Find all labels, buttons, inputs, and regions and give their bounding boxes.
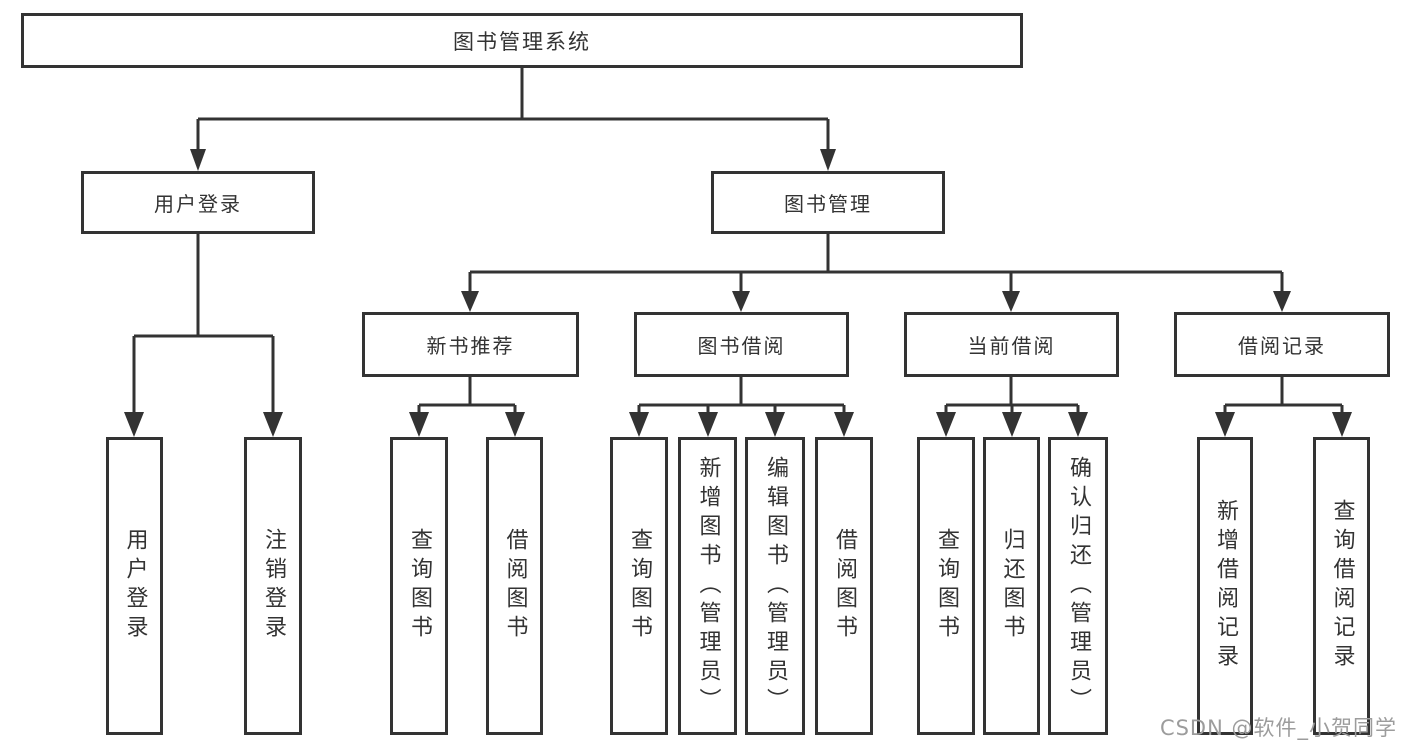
arrowhead-user-login bbox=[190, 149, 206, 171]
node-leaf-query-books-2: 查询图书 bbox=[610, 437, 668, 735]
node-leaf-edit-books-admin: 编辑图书（管理员） bbox=[745, 437, 805, 735]
arrowhead-leaf bbox=[765, 412, 785, 437]
connector-mgmt-children bbox=[468, 234, 1284, 294]
arrowhead-borrow-records bbox=[1273, 291, 1291, 312]
node-leaf-query-books-3: 查询图书 bbox=[917, 437, 975, 735]
node-root: 图书管理系统 bbox=[21, 13, 1023, 68]
arrowhead-leaf bbox=[1068, 412, 1088, 437]
arrowhead-leaf bbox=[1332, 412, 1352, 437]
arrowhead-leaf bbox=[1215, 412, 1235, 437]
arrowhead-book-borrow bbox=[732, 291, 750, 312]
connector-records-children bbox=[1223, 377, 1344, 415]
arrowhead-leaf bbox=[1002, 412, 1022, 437]
node-leaf-user-login: 用户登录 bbox=[106, 437, 163, 735]
node-borrow-records: 借阅记录 bbox=[1174, 312, 1390, 377]
node-book-mgmt: 图书管理 bbox=[711, 171, 945, 234]
arrowhead-login-1 bbox=[124, 412, 144, 437]
arrowhead-leaf bbox=[409, 412, 429, 437]
arrowhead-leaf bbox=[834, 412, 854, 437]
arrowhead-current-borrow bbox=[1002, 291, 1020, 312]
arrowhead-leaf bbox=[936, 412, 956, 437]
connector-root-to-level2 bbox=[196, 68, 830, 153]
node-leaf-return-books: 归还图书 bbox=[983, 437, 1040, 735]
node-leaf-query-books-1: 查询图书 bbox=[390, 437, 448, 735]
node-leaf-borrow-books-1: 借阅图书 bbox=[486, 437, 543, 735]
node-current-borrow: 当前借阅 bbox=[904, 312, 1119, 377]
arrowhead-leaf bbox=[505, 412, 525, 437]
connector-bookborrow-children bbox=[637, 377, 846, 415]
node-leaf-add-books-admin: 新增图书（管理员） bbox=[678, 437, 737, 735]
node-book-borrow: 图书借阅 bbox=[634, 312, 849, 377]
arrowhead-login-2 bbox=[263, 412, 283, 437]
node-new-books: 新书推荐 bbox=[362, 312, 579, 377]
node-leaf-add-borrow-record: 新增借阅记录 bbox=[1197, 437, 1253, 735]
node-leaf-borrow-books-2: 借阅图书 bbox=[815, 437, 873, 735]
connector-login-children bbox=[132, 234, 275, 415]
arrowhead-new-books bbox=[461, 291, 479, 312]
connector-newbooks-children bbox=[417, 377, 517, 415]
node-leaf-confirm-return-admin: 确认归还（管理员） bbox=[1048, 437, 1108, 735]
arrowhead-leaf bbox=[698, 412, 718, 437]
node-leaf-query-borrow-record: 查询借阅记录 bbox=[1313, 437, 1370, 735]
connector-currentborrow-children bbox=[944, 377, 1080, 415]
arrowhead-leaf bbox=[629, 412, 649, 437]
node-user-login: 用户登录 bbox=[81, 171, 315, 234]
node-leaf-logout: 注销登录 bbox=[244, 437, 302, 735]
watermark-text: CSDN @软件_小贺同学 bbox=[1159, 716, 1397, 740]
arrowhead-book-mgmt bbox=[820, 149, 836, 171]
